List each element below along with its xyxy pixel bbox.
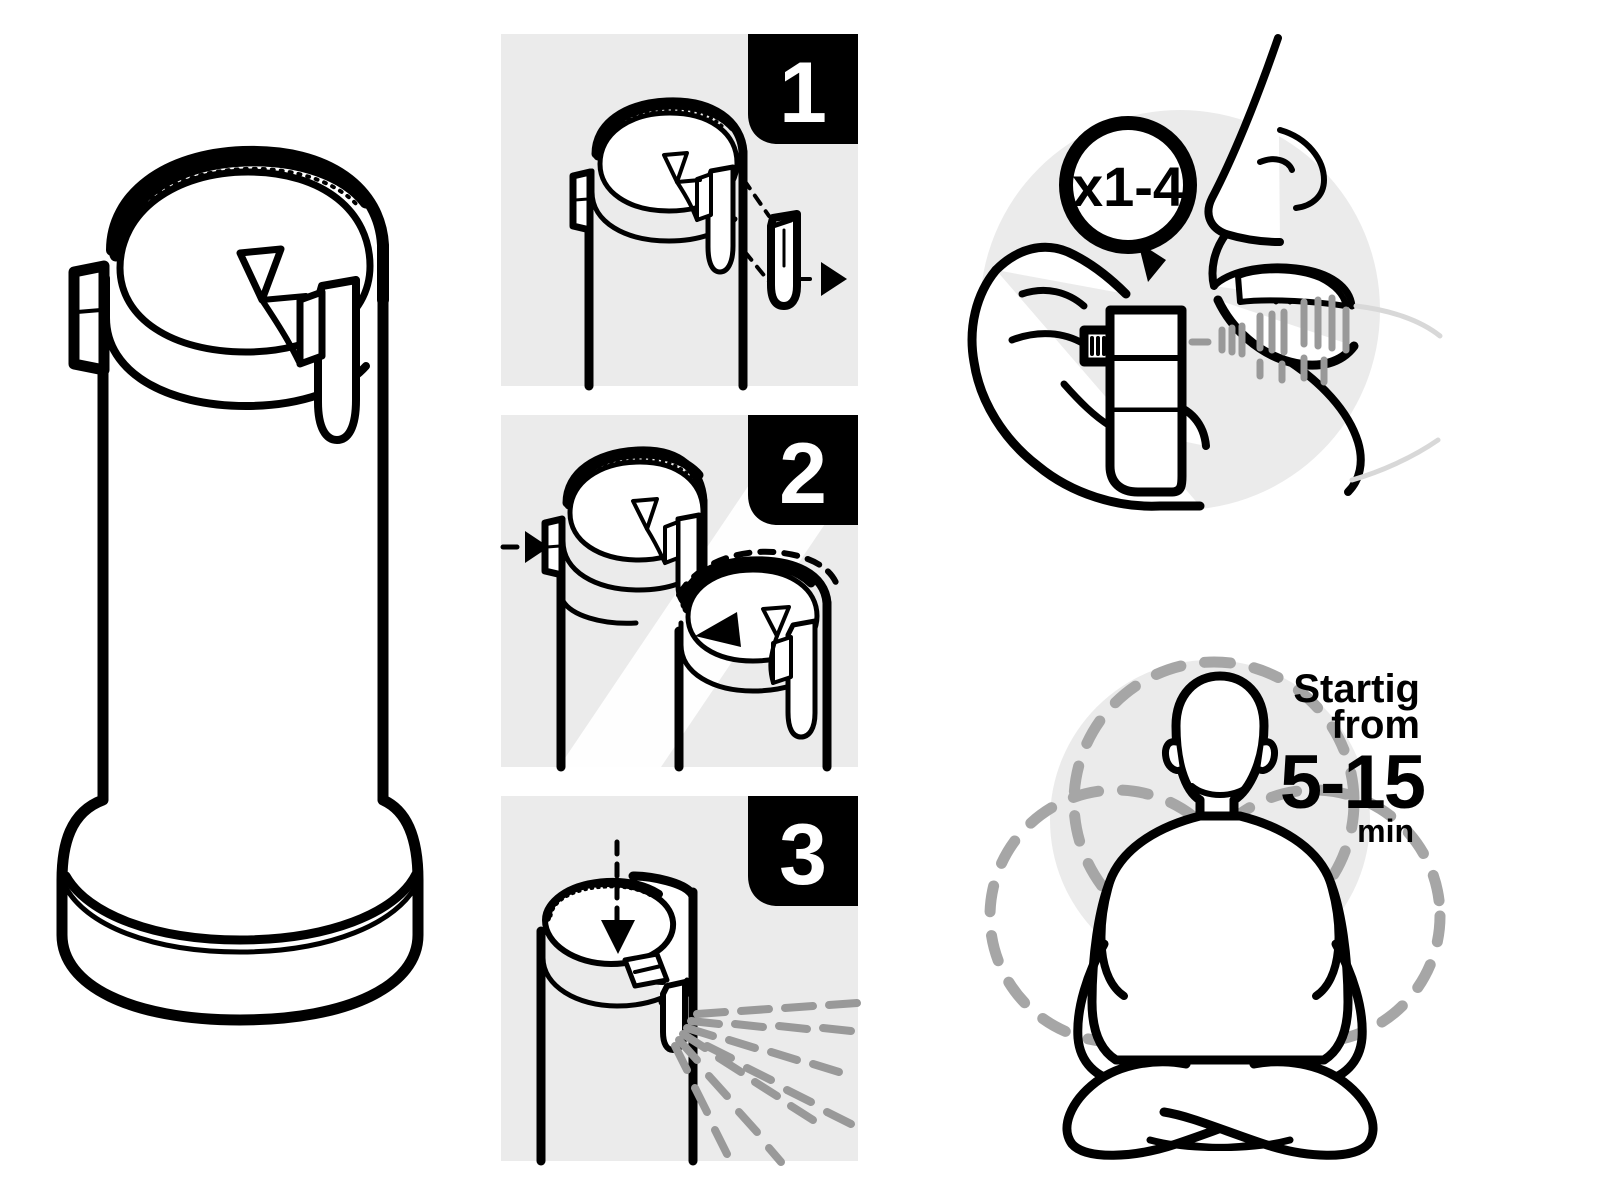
bottle-a-knurl xyxy=(564,449,704,510)
triangle-outline-icon xyxy=(662,151,689,184)
bubble-pointer xyxy=(1138,242,1166,282)
cheek-contour xyxy=(1353,303,1443,339)
cap-rim-knurl xyxy=(109,153,373,262)
side-button-groove xyxy=(545,544,562,549)
base-seam-lower xyxy=(61,879,421,955)
ear-left xyxy=(1162,738,1184,774)
cap-notch-lip xyxy=(675,178,702,184)
nostril-notch xyxy=(1257,156,1295,173)
dose-count-label: x1-4 xyxy=(1072,155,1184,218)
step-number-label: 1 xyxy=(779,45,827,141)
cap-knurl-rim xyxy=(593,100,738,161)
step-number-badge-3: 3 xyxy=(748,796,858,906)
upper-lip xyxy=(1208,230,1230,290)
ankle-crease-right xyxy=(1176,1136,1294,1151)
torso xyxy=(1087,811,1353,1065)
triangle-right-solid-icon xyxy=(821,262,847,296)
bottle-b-lever xyxy=(785,618,818,740)
bubble-circle xyxy=(1059,116,1197,254)
bottle-b-lever-inner xyxy=(771,635,793,685)
bottle-b-notch xyxy=(768,634,779,685)
cap-knurl-rim xyxy=(543,877,663,922)
dose-count-bubble-icon: x1-4 xyxy=(1059,116,1197,282)
side-button-groove xyxy=(573,197,590,202)
neck-contour xyxy=(1349,437,1441,483)
triangle-rotate-solid-icon xyxy=(695,612,741,647)
device-lower-body xyxy=(1105,407,1187,497)
leg-right xyxy=(1159,1057,1378,1160)
actuator-lever xyxy=(705,164,736,275)
step-number-badge-1: 1 xyxy=(748,34,858,144)
guide-line-lower xyxy=(743,250,773,286)
triangle-down-solid-icon xyxy=(601,920,635,954)
actuator-lever-inner xyxy=(695,172,713,222)
bottle-a-notch xyxy=(645,527,667,565)
finger-crease-1 xyxy=(1018,286,1088,310)
base-seam-upper xyxy=(61,869,421,945)
actuator-lever xyxy=(314,276,360,444)
nostril-line xyxy=(1277,127,1327,211)
triangle-outline-icon xyxy=(236,245,285,304)
onset-line-2: from xyxy=(1331,703,1420,747)
step-number-label: 3 xyxy=(779,807,827,903)
step-number-label: 2 xyxy=(779,426,827,522)
base-outer xyxy=(56,794,424,1026)
step-number-badge-2: 2 xyxy=(748,415,858,525)
triangle-right-solid-icon xyxy=(525,531,549,563)
onset-time-label: Startig from 5-15 min xyxy=(1280,667,1427,849)
nozzle-slit xyxy=(633,964,663,974)
onset-value: 5-15 xyxy=(1280,740,1425,825)
triangle-outline-icon xyxy=(761,605,791,638)
step-panel-1: 1 xyxy=(501,34,858,391)
cap-notch-edge xyxy=(259,297,303,367)
cap-notch-lip xyxy=(259,293,309,303)
head xyxy=(1171,671,1269,827)
side-button-groove xyxy=(75,308,103,314)
onset-unit: min xyxy=(1357,813,1414,849)
jaw-line xyxy=(1189,783,1251,798)
step-panel-2: 2 xyxy=(500,415,858,772)
guide-line-upper xyxy=(742,178,771,218)
nose-profile xyxy=(1204,34,1284,246)
onset-line-1: Startig xyxy=(1293,667,1420,711)
bottle-b-knurl xyxy=(682,560,816,614)
inhale-step: x1-4 xyxy=(960,10,1460,570)
finger-crease-2 xyxy=(1008,330,1088,348)
spray-mist-icon xyxy=(1188,294,1350,386)
step-panel-3: 3 xyxy=(501,796,861,1166)
side-button xyxy=(68,260,110,376)
step-panel-column: 1 xyxy=(488,0,870,1200)
bottle-a-lever-inner xyxy=(663,520,680,565)
cap-knurl-teeth xyxy=(549,885,653,918)
cap-outer-edge xyxy=(106,145,389,306)
device-grille xyxy=(1090,336,1106,356)
cap-notch-edge xyxy=(675,180,699,222)
actuator-lever-inner xyxy=(296,288,326,368)
spray-mist-icon xyxy=(671,999,861,1166)
removed-cap-bevel xyxy=(770,217,794,229)
onset-step: Startig from 5-15 min xyxy=(984,620,1446,1160)
bottle-a-seam xyxy=(560,598,639,626)
hand-index-top xyxy=(991,242,1131,299)
triangle-outline-icon xyxy=(631,497,659,531)
ear-right xyxy=(1256,738,1278,774)
product-overview xyxy=(0,0,470,1200)
